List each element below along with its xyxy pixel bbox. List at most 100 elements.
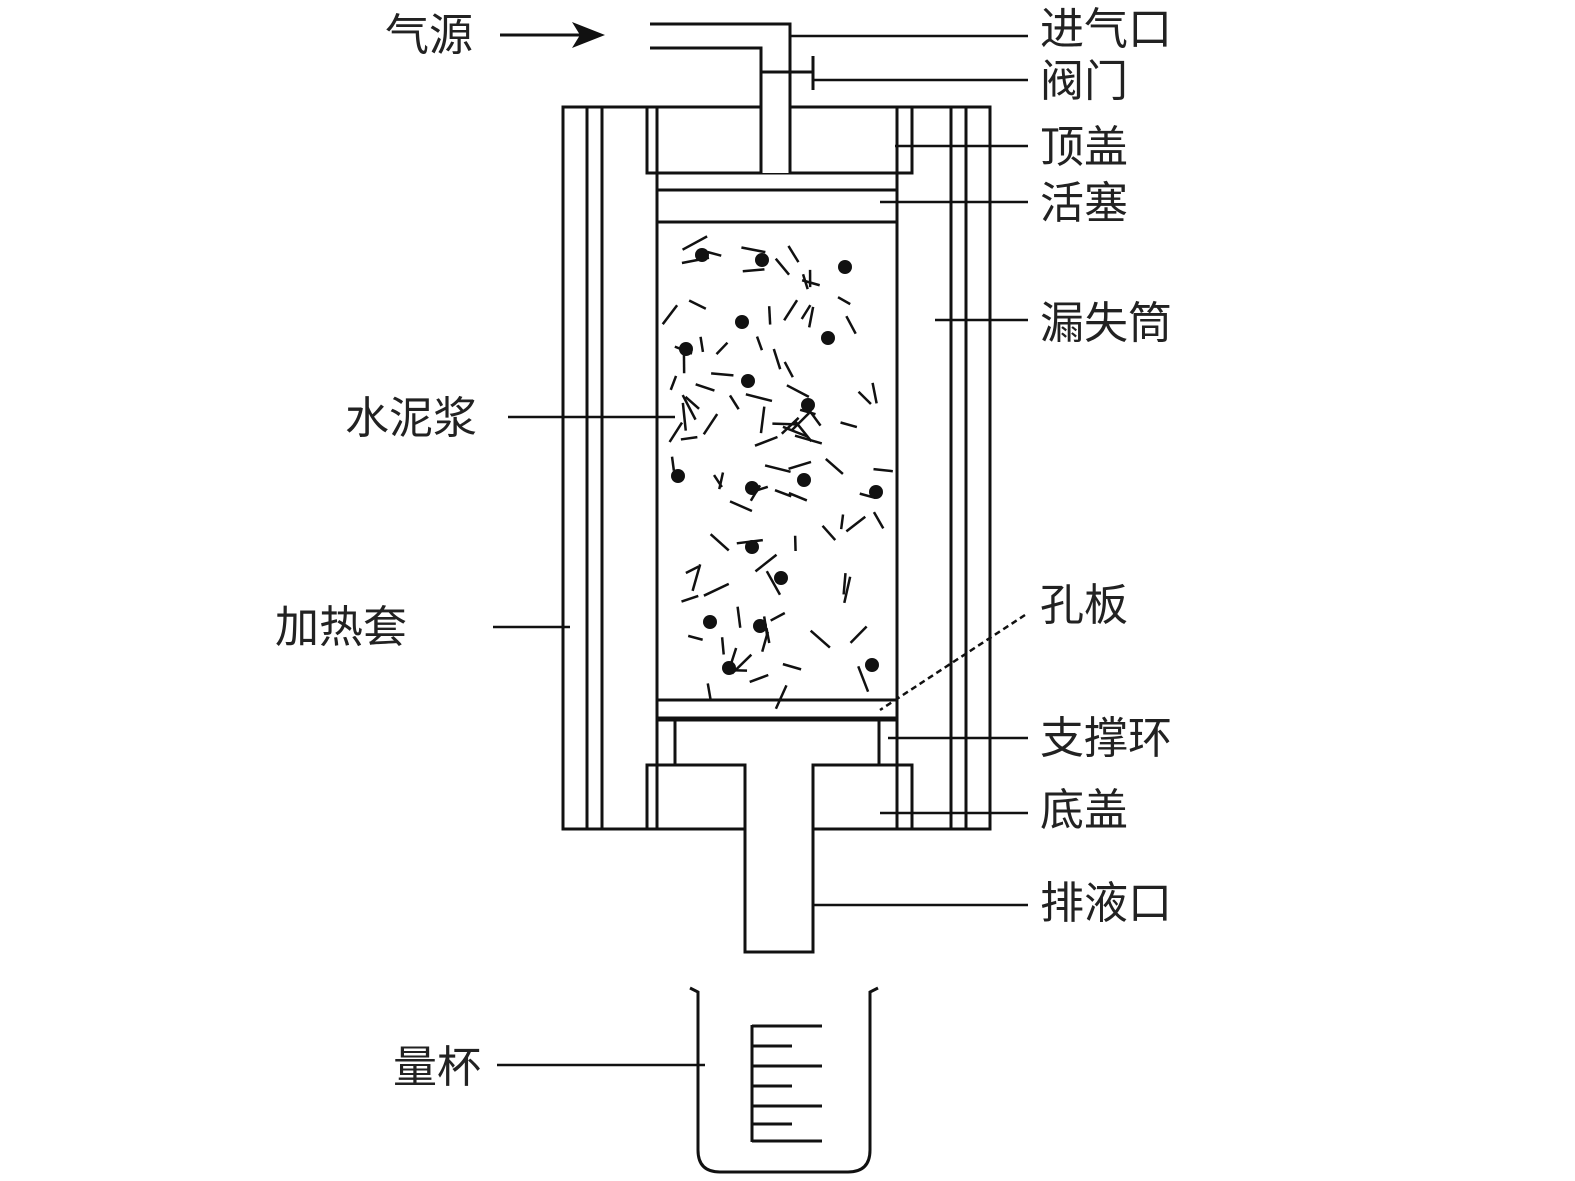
fiber: [684, 395, 700, 410]
particle-dot: [679, 342, 693, 356]
fiber: [774, 684, 788, 710]
fiber: [800, 304, 812, 320]
fiber: [745, 393, 773, 403]
fiber: [736, 606, 742, 628]
particle-dot: [722, 661, 736, 675]
label-support-ring: 支撑环: [1040, 713, 1172, 764]
fiber: [842, 573, 847, 595]
fiber: [742, 268, 765, 273]
fiber: [807, 306, 815, 328]
fiber: [685, 565, 700, 575]
fiber: [709, 533, 730, 552]
fiber: [669, 375, 678, 391]
particle-dot: [755, 253, 769, 267]
cement-slurry: [655, 220, 899, 702]
fiber: [670, 456, 676, 471]
fiber: [695, 383, 715, 392]
particle-dot: [838, 260, 852, 274]
fiber: [786, 384, 810, 398]
fiber: [720, 637, 725, 655]
fiber: [783, 361, 794, 378]
fiber: [729, 500, 753, 513]
fiber: [780, 416, 800, 435]
label-valve: 阀门: [1040, 56, 1128, 107]
label-top-cap: 顶盖: [1040, 122, 1128, 173]
particle-dot: [753, 619, 767, 633]
fiber: [837, 296, 851, 306]
fiber: [772, 422, 797, 426]
particle-dot: [797, 473, 811, 487]
fiber: [857, 390, 872, 405]
fiber: [788, 491, 808, 502]
particle-dot: [865, 658, 879, 672]
inlet-pipe: [650, 22, 792, 173]
fiber: [783, 299, 799, 322]
particle-dot: [695, 248, 709, 262]
fiber: [782, 662, 802, 671]
measuring-cup: [689, 986, 879, 1174]
label-orifice-plate: 孔板: [1040, 580, 1128, 631]
label-measuring-cup: 量杯: [393, 1042, 481, 1093]
particle-dot: [869, 485, 883, 499]
fiber: [774, 257, 791, 276]
fiber: [718, 472, 725, 490]
fiber: [681, 402, 687, 431]
fiber: [715, 341, 729, 356]
fiber: [849, 625, 868, 644]
fiber: [702, 413, 719, 436]
fiber: [680, 435, 698, 441]
fiber: [741, 246, 766, 254]
fiber: [681, 235, 708, 251]
piston: [655, 188, 899, 224]
particle-dot: [671, 469, 685, 483]
fiber: [872, 511, 885, 530]
fiber: [824, 457, 844, 475]
particle-dot: [774, 571, 788, 585]
label-bottom-cap: 底盖: [1040, 785, 1128, 836]
label-inlet: 进气口: [1040, 4, 1172, 55]
fiber: [772, 348, 782, 370]
particle-dot: [703, 615, 717, 629]
particle-dot: [745, 481, 759, 495]
fiber: [857, 665, 870, 693]
label-heating-jacket: 加热套: [275, 602, 407, 653]
bottom-cap: [645, 763, 914, 831]
label-cement-slurry: 水泥浆: [345, 393, 477, 444]
slurry-particles: [661, 235, 893, 710]
fiber: [764, 464, 791, 474]
fiber: [691, 564, 702, 592]
fiber: [749, 673, 769, 684]
fiber: [765, 627, 771, 644]
fiber: [765, 570, 782, 596]
fiber: [754, 553, 778, 573]
particle-dot: [821, 331, 835, 345]
label-drain-outlet: 排液口: [1040, 878, 1172, 929]
fiber: [754, 435, 778, 447]
fiber: [774, 488, 792, 498]
valve-icon: [761, 56, 815, 90]
fiber: [688, 299, 707, 310]
fiber: [770, 611, 786, 622]
fiber: [873, 467, 893, 473]
gas-flow-arrow-icon: [500, 22, 605, 48]
fiber: [706, 683, 712, 701]
particle-dot: [741, 374, 755, 388]
fiber: [661, 304, 679, 325]
leader-lines: [493, 34, 1028, 1067]
fiber: [840, 421, 858, 429]
fiber: [871, 382, 878, 404]
fiber: [794, 434, 823, 445]
jacket-gap-right: [949, 105, 968, 831]
support-ring: [655, 716, 899, 767]
fiber: [668, 421, 684, 443]
particle-dot: [801, 398, 815, 412]
particle-dot: [735, 315, 749, 329]
particle-dot: [745, 540, 759, 554]
fiber: [845, 515, 867, 533]
fiber: [809, 629, 831, 649]
fiber: [728, 394, 740, 410]
fiber: [787, 245, 800, 263]
fiber: [790, 412, 810, 432]
